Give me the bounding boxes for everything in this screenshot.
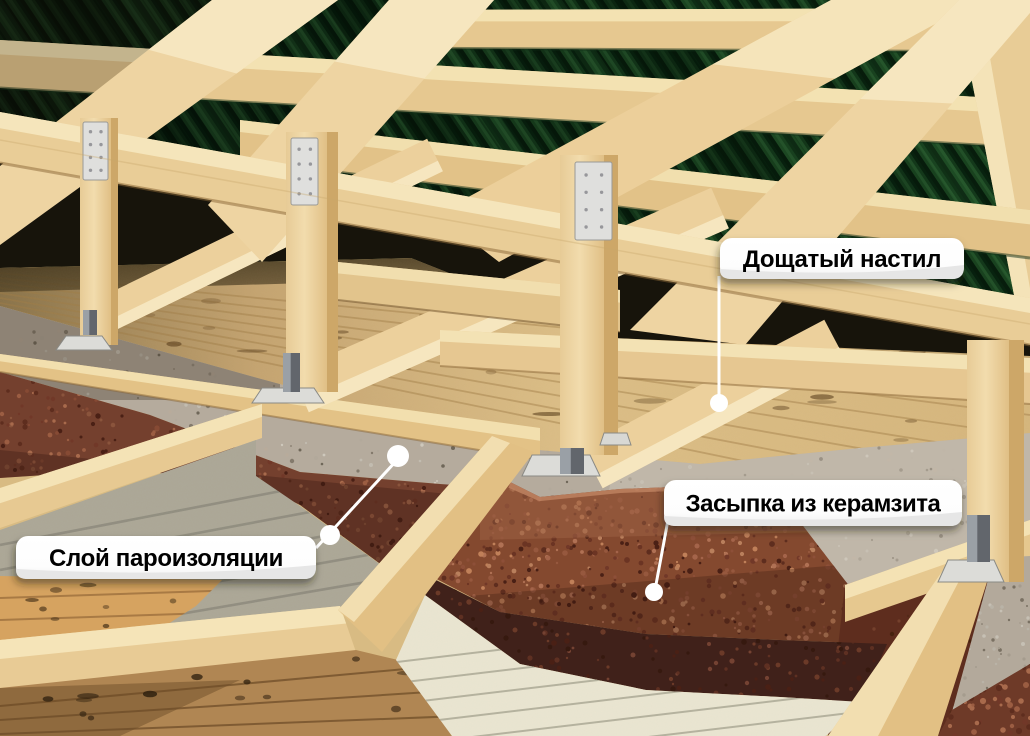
svg-text:Дощатый настил: Дощатый настил (743, 246, 941, 273)
svg-text:Слой пароизоляции: Слой пароизоляции (49, 545, 283, 572)
svg-text:Засыпка из керамзита: Засыпка из керамзита (686, 491, 942, 518)
